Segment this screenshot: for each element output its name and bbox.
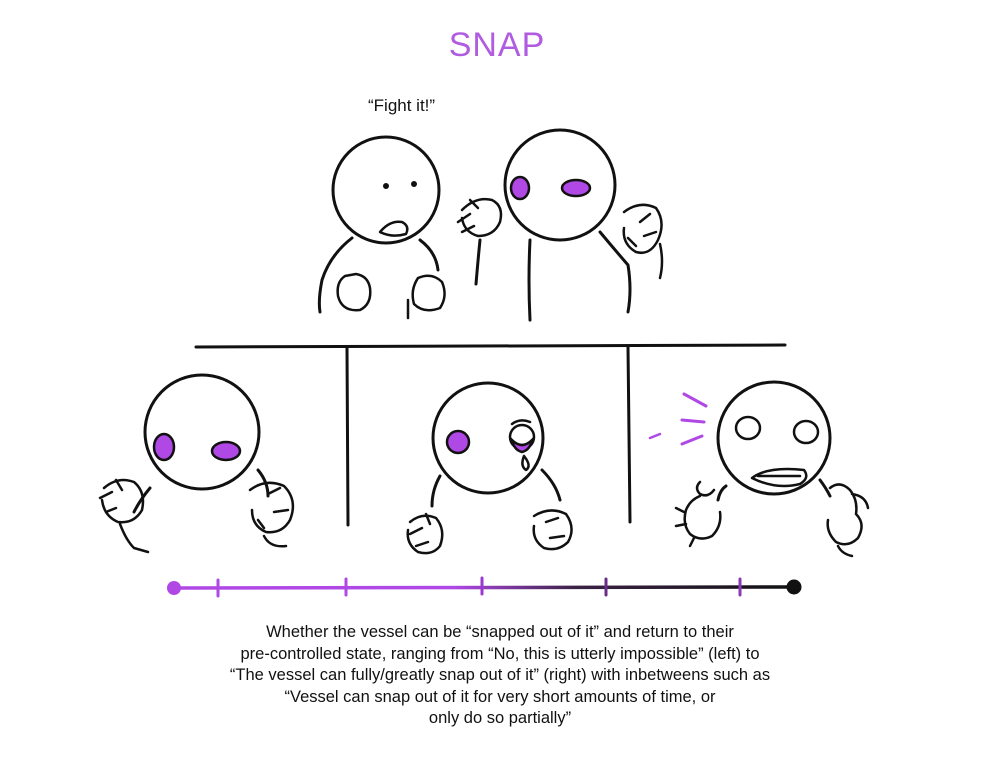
scale-end-dot [786, 579, 802, 595]
divider-horizontal [194, 343, 787, 349]
page-title: SNAP [448, 26, 546, 64]
caption-line: “The vessel can fully/greatly snap out o… [229, 666, 771, 684]
figure-fighter [317, 135, 446, 320]
caption-line: pre-controlled state, ranging from “No, … [240, 644, 760, 663]
divider-right [626, 345, 632, 524]
caption-line: only do so partially” [428, 709, 572, 727]
caption-line: “Vessel can snap out of it for very shor… [284, 687, 716, 706]
snap-scale [167, 576, 802, 598]
figure-fully-controlled [98, 373, 295, 554]
scale-line [172, 585, 796, 590]
figure-controlled-top [456, 128, 664, 322]
caption-line: Whether the vessel can be “snapped out o… [266, 623, 734, 641]
shock-mark [682, 392, 708, 408]
description-caption: Whether the vessel can be “snapped out o… [150, 622, 850, 730]
figure-snapped-out [648, 380, 870, 558]
speech-quote: “Fight it!” [368, 96, 436, 115]
divider-left [345, 346, 350, 527]
figure-partially-controlled [406, 381, 573, 555]
scale-start-dot [167, 581, 181, 595]
